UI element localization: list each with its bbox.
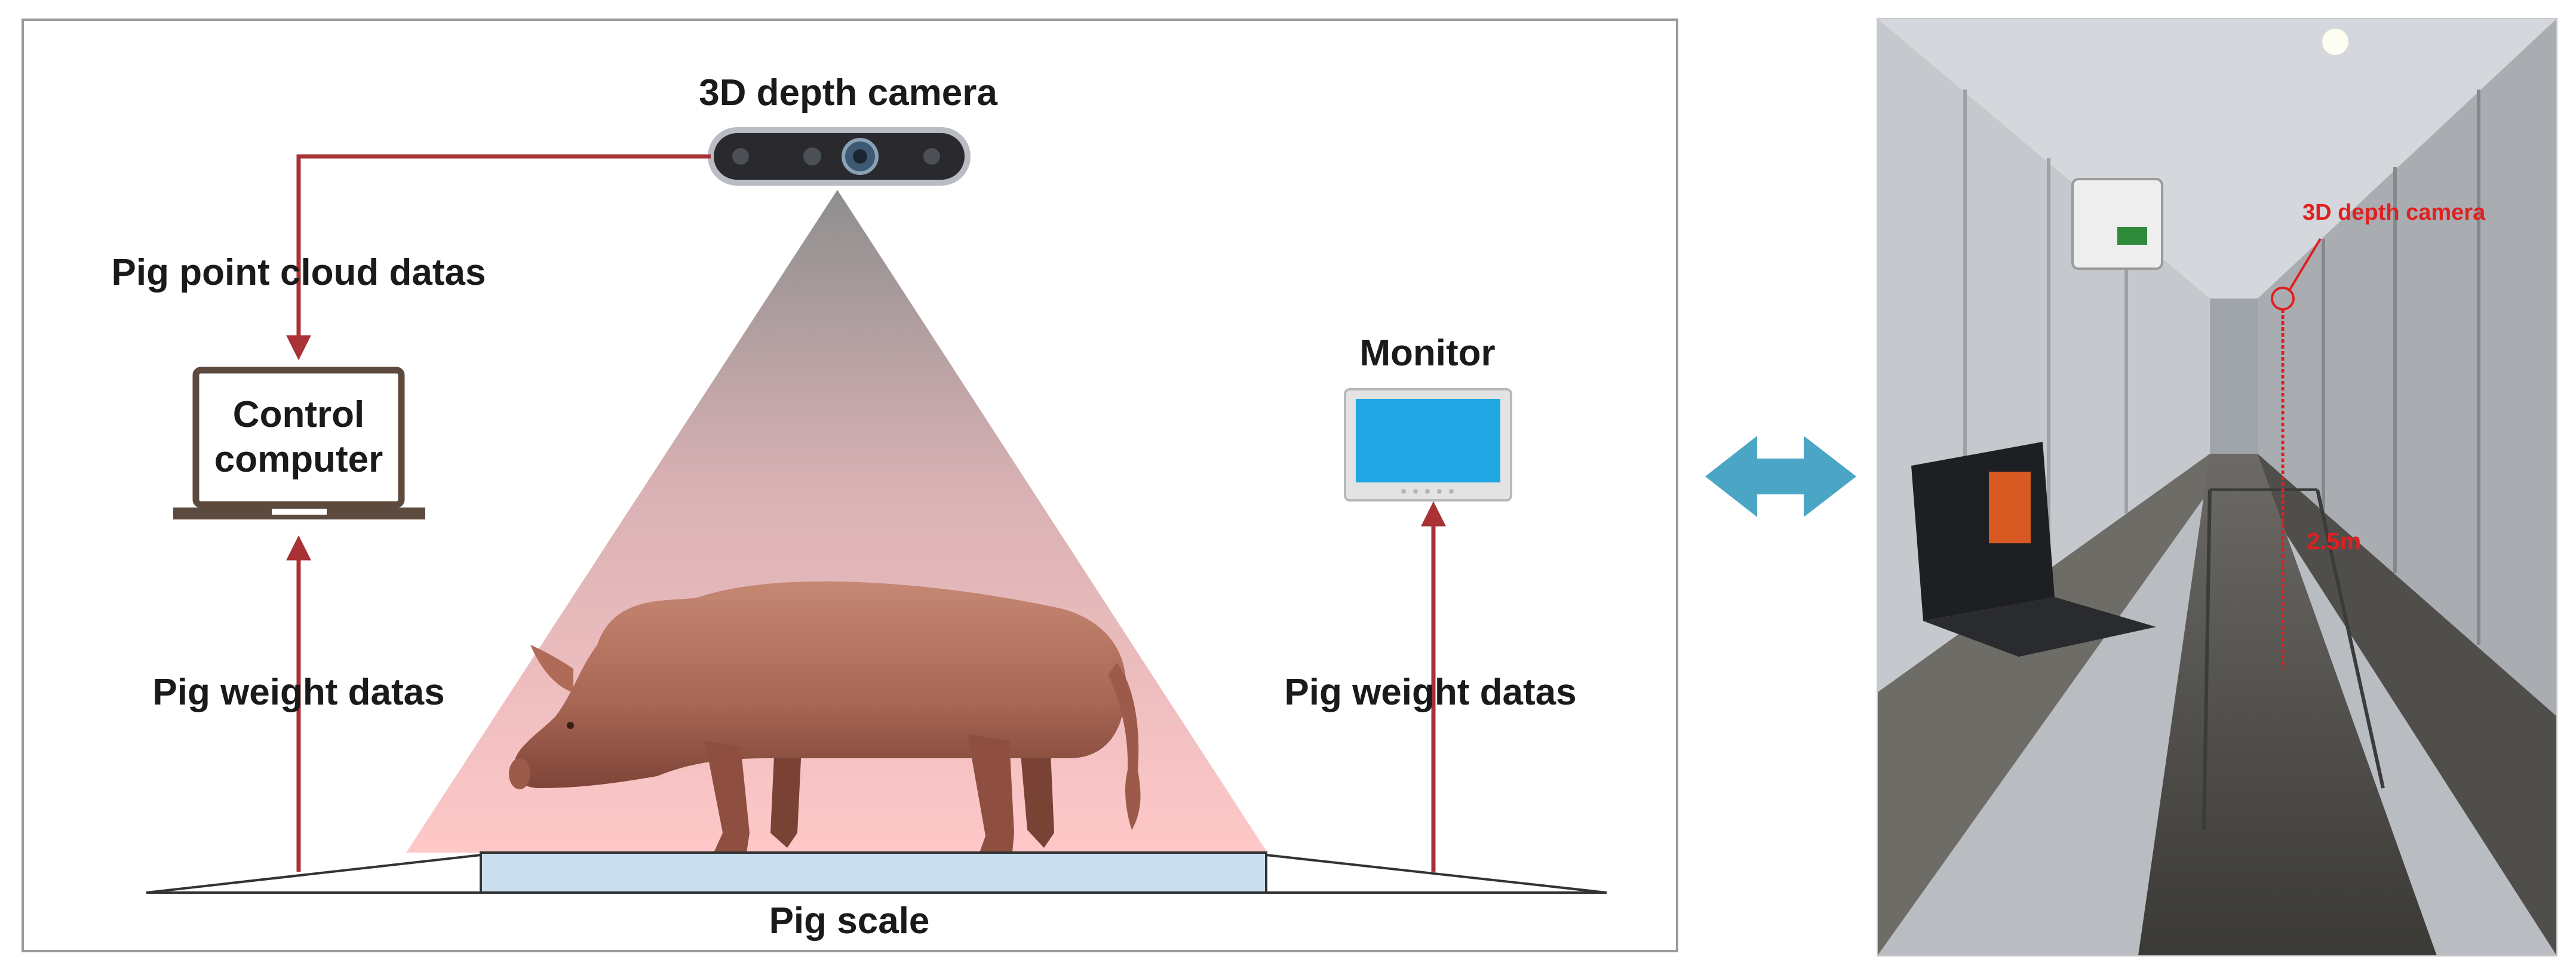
photo-frame <box>1877 18 2557 956</box>
camera-label: 3D depth camera <box>699 72 997 113</box>
computer-label-line2: computer <box>214 439 383 480</box>
photo-camera-label: 3D depth camera <box>2302 200 2486 225</box>
weight-label-right: Pig weight datas <box>1284 672 1576 713</box>
monitor-label: Monitor <box>1359 333 1495 374</box>
scale-platform <box>480 851 1267 894</box>
double-arrow-icon <box>1705 436 1856 517</box>
corridor-photo <box>1877 19 2557 956</box>
photo-distance-label: 2.5m <box>2307 528 2361 555</box>
point-cloud-wire <box>286 154 711 361</box>
monitor-icon <box>1344 388 1512 502</box>
depth-camera-icon <box>708 127 971 186</box>
pig-illustration <box>509 581 1141 853</box>
point-cloud-label: Pig point cloud datas <box>112 252 486 293</box>
computer-label-line1: Control <box>233 394 364 435</box>
weight-label-left: Pig weight datas <box>152 672 444 713</box>
laptop-icon <box>173 367 425 519</box>
scale-label: Pig scale <box>769 900 930 942</box>
